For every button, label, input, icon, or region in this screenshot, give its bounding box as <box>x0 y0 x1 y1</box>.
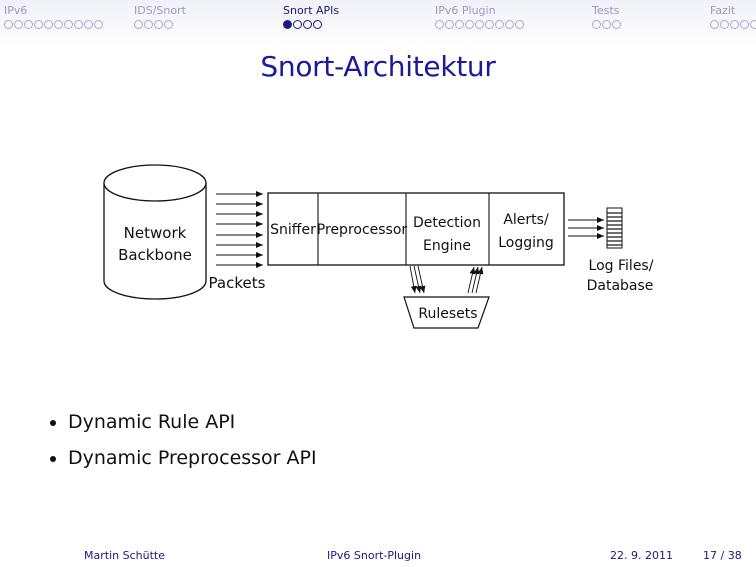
nav-slide-dot[interactable] <box>495 20 504 29</box>
alerts-label-1: Alerts/ <box>503 212 549 228</box>
nav-slide-dot[interactable] <box>750 20 756 29</box>
bullet-icon <box>50 420 56 426</box>
nav-label: Tests <box>592 4 620 17</box>
nav-slide-dot[interactable] <box>515 20 524 29</box>
nav-slide-dot[interactable] <box>24 20 33 29</box>
log-files-icon <box>606 207 623 249</box>
nav-slide-dot[interactable] <box>44 20 53 29</box>
preprocessor-label: Preprocessor <box>317 222 408 238</box>
log-files-label-2: Database <box>587 278 654 294</box>
nav-section-ipv6-plugin[interactable]: IPv6 Plugin <box>435 4 524 30</box>
nav-dots[interactable] <box>134 20 186 30</box>
footer-page-number[interactable]: 17 / 38 <box>703 549 742 562</box>
nav-slide-dot[interactable] <box>134 20 143 29</box>
nav-slide-dot[interactable] <box>144 20 153 29</box>
output-arrows <box>568 217 604 239</box>
nav-slide-dot[interactable] <box>34 20 43 29</box>
nav-slide-dot[interactable] <box>154 20 163 29</box>
nav-slide-dot[interactable] <box>740 20 749 29</box>
packets-label: Packets <box>209 274 266 292</box>
nav-section-fazit[interactable]: Fazit <box>710 4 756 30</box>
nav-dots[interactable] <box>283 20 339 30</box>
nav-slide-dot[interactable] <box>64 20 73 29</box>
nav-slide-dot[interactable] <box>303 20 312 29</box>
bullet-text: Dynamic Preprocessor API <box>68 447 317 469</box>
nav-section-tests[interactable]: Tests <box>592 4 621 30</box>
nav-label: Snort APIs <box>283 4 340 17</box>
nav-slide-dot[interactable] <box>164 20 173 29</box>
nav-slide-dot[interactable] <box>4 20 13 29</box>
footer-author: Martin Schütte <box>84 549 165 562</box>
nav-slide-dot[interactable] <box>14 20 23 29</box>
nav-dots[interactable] <box>4 20 103 30</box>
snort-pipeline <box>267 192 565 266</box>
section-navigation: IPv6 IDS/Snort Snort APIs IPv6 Plugin Te… <box>0 0 756 46</box>
nav-label: Fazit <box>710 4 736 17</box>
nav-label: IDS/Snort <box>134 4 186 17</box>
sniffer-label: Sniffer <box>270 222 316 238</box>
nav-slide-dot[interactable] <box>592 20 601 29</box>
footer-date: 22. 9. 2011 <box>610 549 673 562</box>
nav-slide-dot[interactable] <box>465 20 474 29</box>
nav-dots[interactable] <box>710 20 756 30</box>
nav-dots[interactable] <box>592 20 621 30</box>
nav-slide-dot[interactable] <box>435 20 444 29</box>
nav-slide-dot[interactable] <box>710 20 719 29</box>
nav-section-ipv6[interactable]: IPv6 <box>4 4 103 30</box>
nav-label: IPv6 Plugin <box>435 4 496 17</box>
nav-slide-dot[interactable] <box>505 20 514 29</box>
ruleset-arrows-down <box>409 265 426 294</box>
ruleset-arrows-up <box>467 266 484 294</box>
nav-label: IPv6 <box>4 4 28 17</box>
rulesets-label: Rulesets <box>418 306 477 322</box>
bullet-item-dynamic-rule-api: Dynamic Rule API <box>50 404 317 440</box>
nav-slide-dot[interactable] <box>313 20 322 29</box>
nav-slide-dot[interactable] <box>74 20 83 29</box>
nav-slide-dot[interactable] <box>730 20 739 29</box>
packet-arrows <box>216 191 263 268</box>
nav-dots[interactable] <box>435 20 524 30</box>
alerts-label-2: Logging <box>498 235 554 251</box>
detection-engine-label-1: Detection <box>413 215 481 231</box>
slide-footer: Martin Schütte IPv6 Snort-Plugin 22. 9. … <box>0 546 756 566</box>
nav-section-snort-apis[interactable]: Snort APIs <box>283 4 339 30</box>
nav-slide-dot[interactable] <box>485 20 494 29</box>
nav-slide-dot[interactable] <box>720 20 729 29</box>
nav-slide-dot[interactable] <box>475 20 484 29</box>
nav-slide-dot[interactable] <box>612 20 621 29</box>
network-backbone-database: Network Backbone <box>103 164 207 300</box>
bullet-text: Dynamic Rule API <box>68 411 236 433</box>
database-label-network: Network <box>124 224 187 242</box>
nav-slide-dot[interactable] <box>293 20 302 29</box>
nav-slide-dot[interactable] <box>602 20 611 29</box>
footer-talk-title: IPv6 Snort-Plugin <box>327 549 422 562</box>
rulesets-shape <box>403 296 490 329</box>
bullet-list: Dynamic Rule API Dynamic Preprocessor AP… <box>50 404 317 476</box>
nav-slide-dot[interactable] <box>54 20 63 29</box>
nav-slide-dot[interactable] <box>445 20 454 29</box>
bullet-icon <box>50 456 56 462</box>
nav-slide-dot[interactable] <box>455 20 464 29</box>
detection-engine-label-2: Engine <box>423 238 471 254</box>
nav-slide-dot[interactable] <box>283 20 292 29</box>
nav-slide-dot[interactable] <box>94 20 103 29</box>
slide-title: Snort-Architektur <box>260 50 496 83</box>
nav-section-ids-snort[interactable]: IDS/Snort <box>134 4 186 30</box>
nav-slide-dot[interactable] <box>84 20 93 29</box>
log-files-label-1: Log Files/ <box>589 258 654 274</box>
database-label-backbone: Backbone <box>118 246 192 264</box>
bullet-item-dynamic-preprocessor-api: Dynamic Preprocessor API <box>50 440 317 476</box>
